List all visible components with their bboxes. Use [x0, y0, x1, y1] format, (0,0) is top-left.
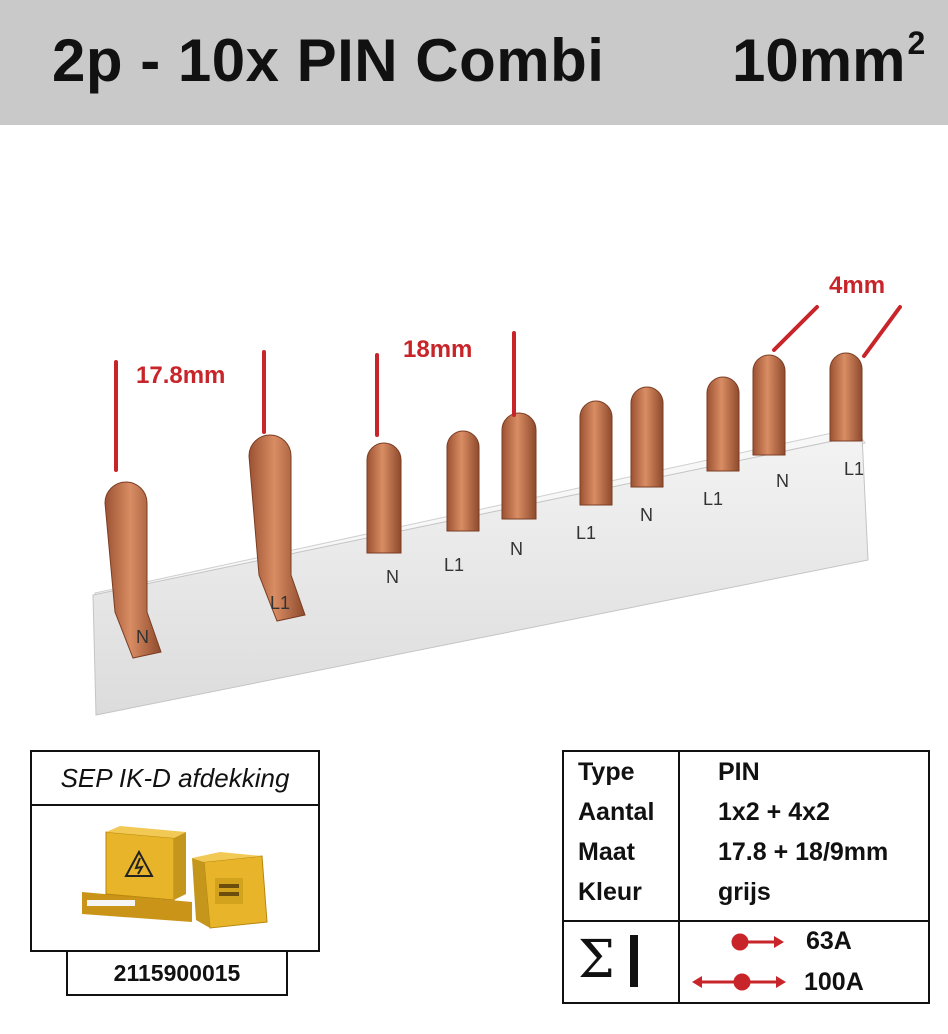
pin-label: L1 — [703, 489, 723, 509]
title-banner: 2p - 10x PIN Combi 10mm2 — [0, 0, 948, 125]
copper-pin — [446, 430, 480, 532]
copper-pin — [829, 352, 863, 442]
spec-value-size: 17.8 + 18/9mm — [718, 838, 889, 866]
pin-label: L1 — [576, 523, 596, 543]
copper-pin — [752, 354, 786, 456]
copper-pin — [366, 442, 402, 554]
spec-label-color: Kleur — [578, 878, 642, 906]
arrow-right-icon — [774, 936, 784, 948]
copper-pin — [706, 376, 740, 472]
dimension-4: 4mm — [829, 272, 886, 299]
arrow-right-icon — [776, 976, 786, 988]
cover-title: SEP IK-D afdekking — [32, 752, 318, 806]
copper-pin — [630, 386, 664, 488]
warning-icon — [124, 849, 154, 877]
cover-panel: SEP IK-D afdekking — [30, 750, 320, 952]
spec-value-type: PIN — [718, 758, 760, 786]
rating-single-feed: 63A — [806, 927, 852, 955]
table-divider — [564, 920, 928, 922]
pin-label: N — [386, 567, 399, 587]
current-icon — [630, 935, 638, 987]
spec-table: Type Aantal Maat Kleur PIN 1x2 + 4x2 17.… — [562, 750, 930, 1004]
cover-part-number: 2115900015 — [66, 952, 288, 996]
cross-section-exponent: 2 — [907, 25, 926, 61]
pin-label: N — [510, 539, 523, 559]
pin-label: L1 — [270, 593, 290, 613]
dim-line — [862, 305, 902, 358]
pin-label: L1 — [844, 459, 864, 479]
copper-pin — [501, 412, 537, 520]
dimension-18: 18mm — [403, 336, 473, 363]
arrow-left-icon — [692, 976, 702, 988]
spec-value-count: 1x2 + 4x2 — [718, 798, 830, 826]
busbar-front — [92, 434, 869, 716]
pin-label: N — [776, 471, 789, 491]
copper-pin — [248, 434, 306, 622]
pin-group — [104, 352, 863, 659]
feed-arrows — [692, 933, 786, 991]
table-divider — [678, 752, 680, 1002]
spec-label-size: Maat — [578, 838, 635, 866]
spec-label-type: Type — [578, 758, 635, 786]
copper-pin — [579, 400, 613, 506]
spec-label-count: Aantal — [578, 798, 655, 826]
cross-section: 10mm2 — [732, 25, 926, 95]
rating-center-feed: 100A — [804, 968, 864, 996]
cross-section-value: 10mm — [732, 27, 906, 94]
dimension-17-8: 17.8mm — [136, 362, 226, 389]
pin-label: N — [136, 627, 149, 647]
sigma-icon: Σ — [578, 930, 615, 990]
pin-label: N — [640, 505, 653, 525]
copper-pin — [104, 481, 162, 659]
product-title: 2p - 10x PIN Combi — [52, 27, 605, 94]
pin-label: L1 — [444, 555, 464, 575]
cover-cap-illustration — [82, 826, 268, 929]
dim-line — [772, 305, 819, 352]
spec-value-color: grijs — [718, 878, 771, 906]
